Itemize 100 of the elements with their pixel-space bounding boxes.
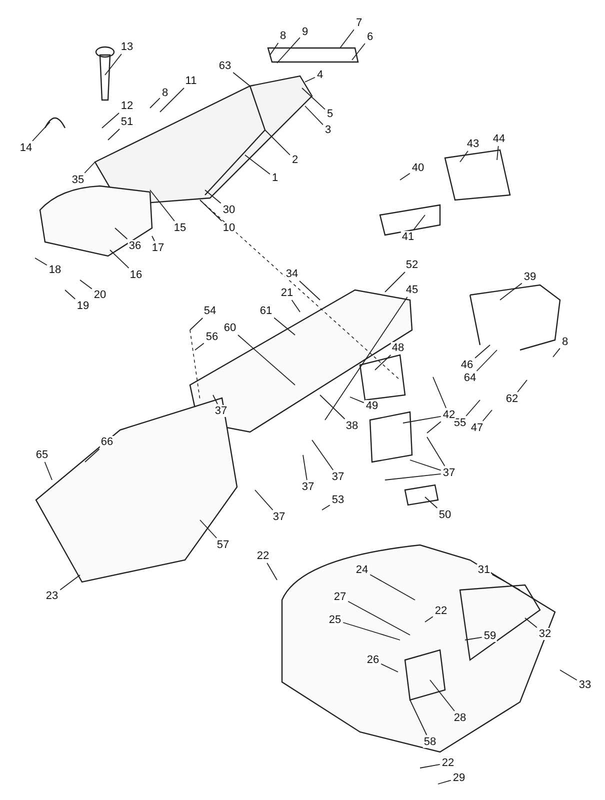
callout-number: 50 [438, 509, 452, 521]
leader-line [34, 258, 48, 266]
leader-line [304, 106, 324, 126]
leader-line [84, 162, 96, 174]
leader-line [299, 280, 320, 300]
leader-line [384, 272, 406, 292]
leader-line [420, 764, 440, 768]
leader-line [238, 334, 296, 386]
leader-line [110, 250, 130, 268]
leader-line [560, 670, 578, 681]
leader-line [244, 154, 270, 175]
callout-number: 24 [354, 564, 370, 576]
callout-number: 52 [404, 259, 420, 271]
callout-number: 37 [442, 467, 456, 479]
leader-line [352, 43, 366, 60]
leader-line [254, 490, 274, 510]
callout-number: 8 [160, 87, 170, 99]
callout-number: 35 [70, 174, 86, 186]
leader-line [304, 76, 316, 82]
callout-number: 22 [440, 757, 456, 769]
leader-line [350, 396, 364, 404]
callout-number: 32 [538, 628, 552, 640]
callout-number: 43 [466, 138, 480, 150]
leader-line [212, 394, 218, 404]
callout-number: 2 [290, 154, 300, 166]
leader-line [150, 98, 160, 108]
leader-line [84, 448, 100, 462]
leader-line [412, 214, 426, 230]
leader-line [200, 520, 217, 538]
callout-number: 30 [222, 204, 236, 216]
callout-number: 45 [404, 284, 420, 296]
leader-line [426, 421, 442, 434]
callout-number: 53 [330, 494, 346, 506]
callout-number: 26 [366, 654, 380, 666]
callout-number: 17 [150, 242, 166, 254]
leader-line [190, 318, 204, 330]
leader-line [496, 146, 499, 160]
leader-line [348, 600, 410, 636]
callout-number: 38 [344, 420, 360, 432]
leader-line [460, 150, 468, 162]
callout-number: 4 [316, 69, 324, 81]
leader-line [426, 436, 446, 466]
leader-line [114, 228, 128, 240]
leader-line [152, 236, 155, 242]
callout-number: 63 [218, 60, 232, 72]
callout-number: 46 [460, 359, 474, 371]
callout-number: 14 [18, 142, 34, 154]
leader-line [410, 460, 442, 471]
leader-line [374, 354, 392, 370]
callout-number: 65 [34, 449, 50, 461]
leader-line [60, 574, 80, 590]
callout-number: 13 [120, 41, 134, 53]
leader-line [302, 88, 326, 110]
leader-line [474, 344, 490, 358]
callout-number: 21 [280, 287, 294, 299]
leader-line [340, 29, 354, 48]
leader-line [464, 636, 482, 640]
callout-number: 6 [366, 31, 374, 43]
callout-number: 37 [300, 481, 316, 493]
leader-line [517, 380, 528, 392]
leader-line [232, 72, 250, 86]
callout-number: 8 [278, 30, 288, 42]
leader-line [291, 300, 300, 312]
leader-line [322, 504, 330, 510]
callout-number: 23 [44, 590, 60, 602]
leader-line [410, 700, 428, 736]
leader-line [44, 462, 52, 480]
callout-number: 57 [216, 539, 230, 551]
leader-line [270, 42, 279, 56]
leader-line [108, 128, 120, 140]
callout-number: 49 [364, 400, 380, 412]
callout-number: 22 [256, 550, 270, 562]
callout-number: 19 [76, 300, 90, 312]
leader-line [402, 416, 442, 424]
callout-number: 66 [100, 436, 114, 448]
callout-number: 58 [422, 736, 438, 748]
leader-line [438, 780, 452, 784]
callout-number: 48 [390, 342, 406, 354]
callout-number: 41 [400, 231, 416, 243]
callout-number: 62 [504, 393, 520, 405]
callout-number: 5 [326, 108, 334, 120]
leader-line [466, 400, 480, 416]
leader-line [274, 317, 296, 336]
leader-line [160, 88, 184, 112]
leader-line [200, 200, 222, 222]
leader-line [324, 296, 408, 420]
callout-number: 25 [328, 614, 342, 626]
leader-line [80, 280, 92, 290]
leader-line [320, 394, 346, 420]
callout-number: 1 [270, 172, 280, 184]
callout-number: 10 [222, 222, 236, 234]
callout-number: 3 [324, 124, 332, 136]
callout-number: 51 [120, 116, 134, 128]
callout-number: 20 [92, 289, 108, 301]
leader-line [432, 376, 446, 408]
callout-number: 37 [330, 471, 346, 483]
callout-number: 36 [128, 240, 142, 252]
callout-number: 22 [434, 605, 448, 617]
callout-number: 42 [442, 409, 456, 421]
callout-number: 56 [204, 331, 220, 343]
